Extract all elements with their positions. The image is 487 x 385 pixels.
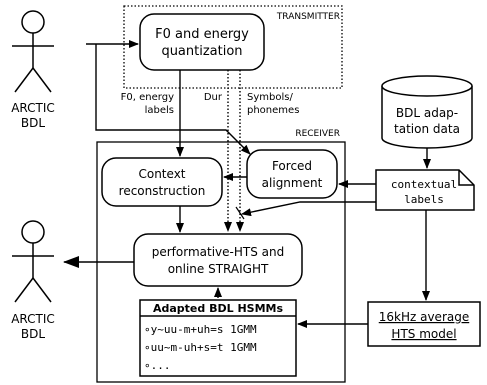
sender-label-line2: BDL [21,116,45,130]
labels-crossing-tick [235,206,245,220]
forced-alignment-box [246,149,338,199]
hsmm-title: Adapted BDL HSMMs [153,302,283,315]
sender-to-alignment-arrow [95,44,251,155]
receiver-label: RECEIVER [295,129,340,139]
quantization-box [139,13,265,71]
hsmm-row: ∘uu~m-uh+s=t 1GMM [144,341,257,354]
synthesizer-line1: performative-HTS and [152,245,284,259]
average-model-line1: 16kHz average [379,310,469,324]
contextual-labels-document-icon [375,169,475,211]
listener-label-line2: BDL [21,327,45,341]
context-reconstruction-box [101,157,223,207]
transmitter-box [123,5,343,89]
synthesizer-box [133,233,303,287]
dur-label: Dur [204,92,223,103]
sender-label-line1: ARCTIC [11,101,55,115]
f0-energy-label-line1: F0, energy [121,92,174,103]
sender-person-icon [12,10,54,93]
listener-person-icon [12,220,54,303]
labels-to-synth-arrow [241,201,376,217]
average-model-box [367,301,481,347]
database-line1: BDL adap- [396,106,458,120]
listener-label-line1: ARCTIC [11,312,55,326]
contextual-labels-line2: labels [404,193,444,206]
context-reconstruction-line2: reconstruction [119,184,206,198]
hsmm-row: ∘y~uu-m+uh=s 1GMM [144,323,257,336]
transmitter-label: TRANSMITTER [276,12,340,22]
database-line2: tation data [394,122,460,136]
forced-alignment-line1: Forced [272,159,312,173]
synthesizer-line2: online STRAIGHT [168,262,269,276]
symbols-label-line1: Symbols/ [247,92,293,103]
average-model-line2: HTS model [391,327,456,341]
quantization-line2: quantization [161,44,242,59]
hsmm-table [139,299,297,377]
hsmm-row: ∘... [144,359,171,372]
symbols-label-line2: phonemes [247,105,299,116]
quantization-line1: F0 and energy [155,27,249,42]
forced-alignment-line2: alignment [262,176,323,190]
f0-energy-label-line2: labels [145,105,174,116]
context-reconstruction-line1: Context [138,167,185,181]
contextual-labels-line1: contextual [391,178,457,191]
